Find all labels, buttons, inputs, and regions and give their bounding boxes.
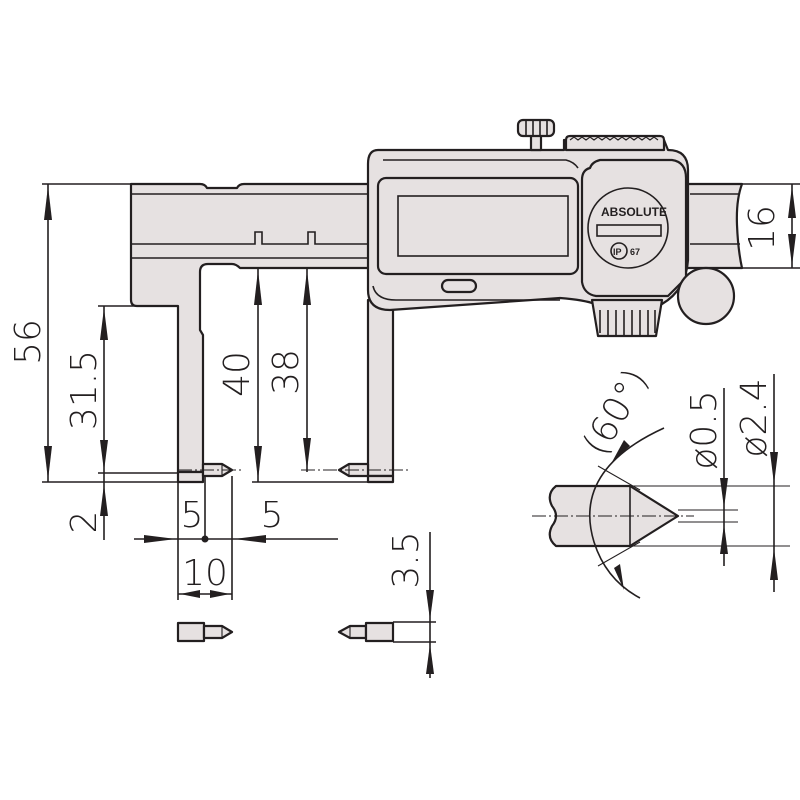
lock-screw-icon: [516, 118, 556, 152]
thumb-roller-icon: [676, 266, 736, 326]
ip-rating-number: 67: [630, 247, 640, 257]
svg-text:5: 5: [261, 495, 284, 536]
dim-jaw-length: 31.5 2: [64, 305, 242, 540]
svg-text:31.5: 31.5: [64, 350, 105, 430]
thumb-grip-ridges: [599, 310, 656, 336]
slider-head: ABSOLUTE IP 67: [366, 118, 736, 484]
spare-tip-right: [337, 621, 436, 643]
svg-text:16: 16: [742, 205, 783, 251]
spare-tip-left: [176, 621, 234, 643]
svg-text:10: 10: [182, 553, 228, 594]
svg-text:3.5: 3.5: [386, 531, 427, 588]
svg-text:38: 38: [266, 349, 307, 395]
svg-text:56: 56: [8, 319, 49, 365]
svg-text:2: 2: [64, 511, 105, 534]
dim-point-length: 3.5: [386, 531, 434, 678]
dim-overall-height: 56: [8, 183, 200, 483]
svg-text:40: 40: [217, 351, 258, 397]
svg-text:ø0.5: ø0.5: [684, 390, 725, 469]
svg-text:(60°): (60°): [575, 362, 656, 462]
svg-text:5: 5: [181, 495, 204, 536]
ip-rating-badge: IP: [613, 247, 622, 257]
dim-tip-spacing: 5 5 10: [134, 476, 338, 600]
tip-detail-view: (60°) ø0.5 ø2.4: [532, 362, 790, 599]
dim-inner-depth: 40 38: [217, 268, 410, 483]
dim-beam-height: 16: [742, 183, 800, 269]
svg-text:ø2.4: ø2.4: [734, 378, 775, 457]
absolute-logo: ABSOLUTE: [601, 205, 667, 219]
main-beam: [129, 182, 744, 484]
